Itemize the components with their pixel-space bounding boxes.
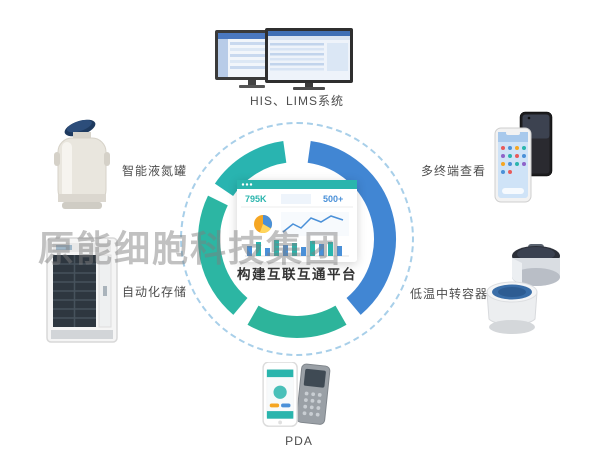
- storage-handle: [103, 286, 107, 296]
- ring-arc-teal-green: [247, 305, 347, 338]
- dashboard-stat-left: 795K: [245, 194, 267, 204]
- pda-image: [262, 362, 331, 427]
- pda-front-device: [262, 362, 298, 427]
- dashboard-bar-chart: [245, 240, 349, 257]
- transfer-container-image: [486, 244, 560, 334]
- container-closed: [512, 244, 560, 286]
- tank-handle-right: [104, 152, 110, 166]
- ring-arc-teal-upper: [214, 141, 287, 197]
- tank-base: [62, 202, 102, 209]
- dashboard-screenshot: 795K 500+: [237, 180, 357, 262]
- front-phone: [494, 127, 532, 203]
- platform-ring: [198, 141, 396, 338]
- ring-arc-teal-lower: [198, 195, 248, 315]
- phone-notch: [506, 131, 520, 135]
- label-smart-tank: 智能液氮罐: [122, 164, 188, 178]
- front-monitor: [265, 28, 353, 90]
- dashed-circle: [180, 122, 414, 356]
- pda-back-device: [296, 363, 331, 425]
- storage-base: [51, 330, 113, 339]
- dashboard-line-chart: [281, 212, 349, 236]
- tank-handle-left: [54, 152, 60, 166]
- label-multi-terminal: 多终端查看: [421, 164, 487, 178]
- storage-screen: [56, 245, 72, 250]
- pda-home-button: [278, 420, 282, 425]
- liquid-nitrogen-tank-image: [54, 119, 110, 209]
- label-his-lims: HIS、LIMS系统: [249, 94, 344, 108]
- container-open: [486, 281, 538, 334]
- dashboard-pie-chart: [254, 215, 273, 234]
- platform-title: 构建互联互通平台: [237, 267, 357, 282]
- phone-dock: [502, 188, 524, 194]
- multi-terminal-phones-image: [494, 111, 553, 203]
- dashboard-card: 795K 500+: [237, 180, 357, 262]
- tank-neck: [73, 132, 91, 140]
- his-lims-monitors-image: [215, 28, 353, 90]
- dashboard-header-bar: [237, 180, 357, 189]
- label-pda: PDA: [285, 434, 313, 448]
- label-transfer-container: 低温中转容器: [410, 287, 489, 301]
- automated-storage-image: [46, 237, 118, 343]
- label-auto-storage: 自动化存储: [122, 285, 188, 299]
- dashboard-stat-right: 500+: [323, 194, 343, 204]
- ring-arc-blue: [307, 141, 396, 315]
